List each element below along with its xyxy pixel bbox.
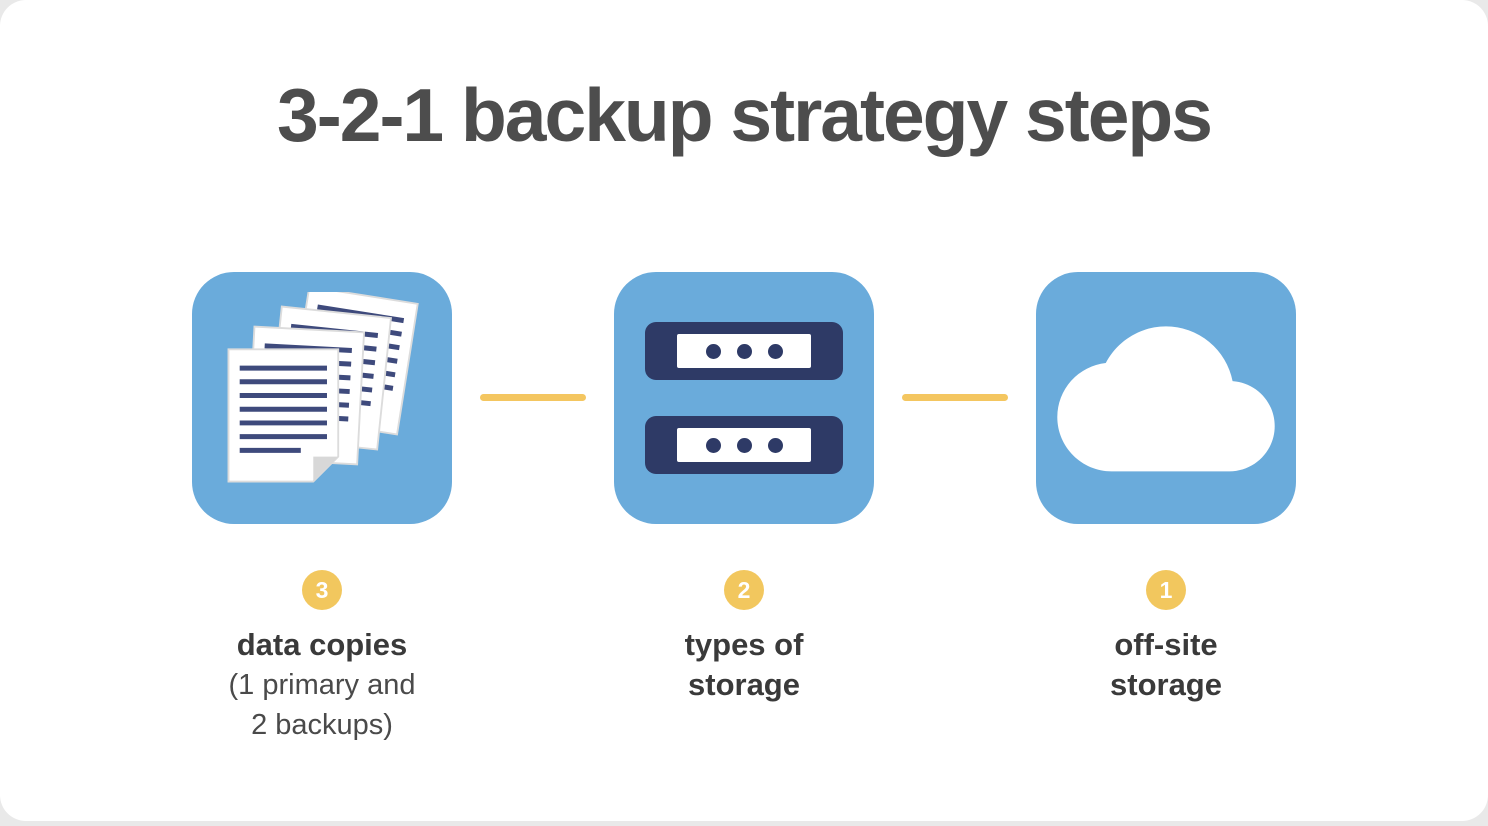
connector-line: [902, 394, 1008, 401]
step-data-copies: 3 data copies (1 primary and 2 backups): [192, 272, 452, 745]
step-caption: off-site storage: [1110, 625, 1222, 705]
server-dot: [705, 437, 721, 453]
step-label: off-site storage: [1110, 627, 1222, 702]
servers-icon: [645, 322, 843, 474]
step-label: types of storage: [684, 627, 804, 702]
step-sublabel: (1 primary and 2 backups): [228, 669, 416, 741]
connector-line: [480, 394, 586, 401]
step-number-badge: 3: [302, 570, 342, 610]
server-slot: [677, 428, 811, 462]
server-slot: [677, 334, 811, 368]
server-bar: [645, 416, 843, 474]
server-dot: [767, 437, 783, 453]
server-bar: [645, 322, 843, 380]
cloud-icon: [1057, 326, 1275, 472]
storage-types-tile: [614, 272, 874, 524]
backup-strategy-diagram: 3 data copies (1 primary and 2 backups): [0, 272, 1488, 745]
documents-icon: [227, 292, 428, 483]
step-caption: types of storage: [685, 625, 804, 705]
server-dot: [767, 343, 783, 359]
step-types-of-storage: 2 types of storage: [614, 272, 874, 705]
data-copies-tile: [192, 272, 452, 524]
step-number-badge: 1: [1146, 570, 1186, 610]
step-number-badge: 2: [724, 570, 764, 610]
step-label: data copies: [236, 627, 408, 662]
server-dot: [736, 437, 752, 453]
off-site-tile: [1036, 272, 1296, 524]
step-caption: data copies (1 primary and 2 backups): [229, 625, 416, 745]
server-dot: [736, 343, 752, 359]
page-title: 3-2-1 backup strategy steps: [277, 73, 1213, 157]
server-dot: [705, 343, 721, 359]
step-off-site-storage: 1 off-site storage: [1036, 272, 1296, 705]
